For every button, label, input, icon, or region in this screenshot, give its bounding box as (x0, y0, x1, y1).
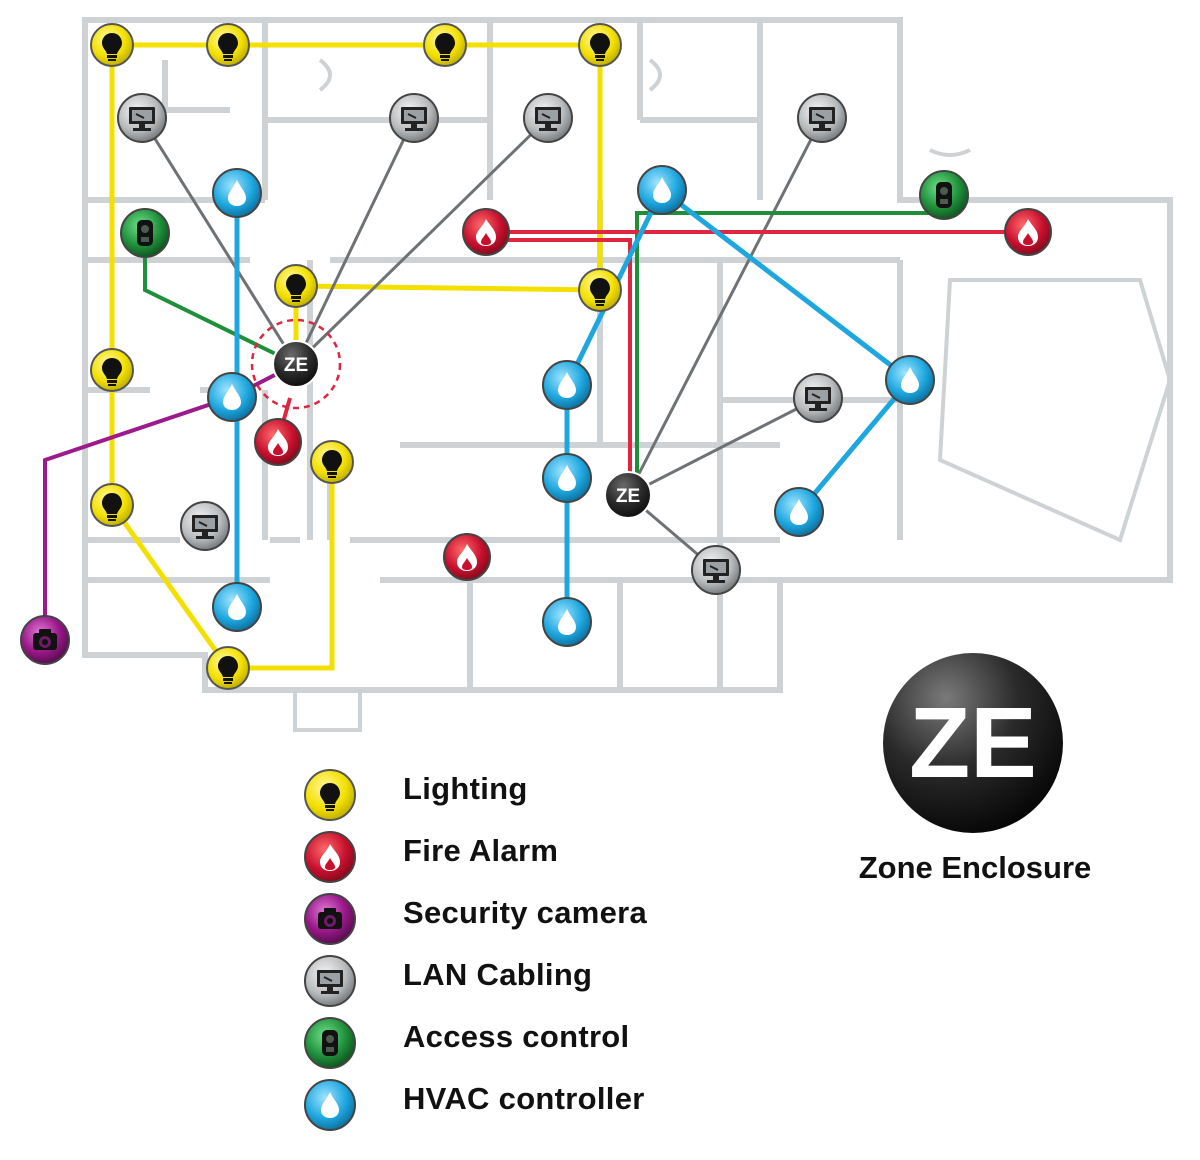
hvac-node[interactable] (212, 582, 262, 632)
legend-label: LAN Cabling (403, 957, 593, 992)
lan-node[interactable] (523, 93, 573, 143)
lighting-node[interactable] (90, 483, 134, 527)
lan-node[interactable] (797, 93, 847, 143)
zone-enclosure-icon: ZE (883, 653, 1063, 833)
floor-plan-diagram: ZE ZE (20, 17, 1173, 732)
droplet-icon (304, 1079, 356, 1131)
legend: Lighting Fire Alarm Security camera LAN … (300, 765, 720, 1137)
legend-label: Fire Alarm (403, 833, 559, 868)
lighting-node[interactable] (206, 646, 250, 690)
zone-enclosure-marker-label: ZE (616, 486, 640, 507)
hvac-node[interactable] (212, 168, 262, 218)
lan-node[interactable] (180, 501, 230, 551)
fire-alarm-node[interactable] (462, 208, 510, 256)
fire-alarm-node[interactable] (443, 533, 491, 581)
security-camera-cabling (43, 362, 297, 640)
zone-enclosure-marker[interactable]: ZE (272, 340, 320, 388)
legend-item-lighting: Lighting (300, 765, 720, 827)
legend-item-security-camera: Security camera (300, 889, 720, 951)
camera-icon (304, 893, 356, 945)
lan-node[interactable] (793, 373, 843, 423)
hvac-node[interactable] (774, 487, 824, 537)
legend-label: Access control (403, 1019, 630, 1054)
lighting-node[interactable] (423, 23, 467, 67)
lightbulb-icon (304, 769, 356, 821)
lighting-node[interactable] (90, 23, 134, 67)
hvac-node[interactable] (207, 372, 257, 422)
lighting-node[interactable] (578, 23, 622, 67)
zone-enclosure-range-ring (250, 318, 342, 410)
access-control-node[interactable] (120, 208, 170, 258)
fire-alarm-node[interactable] (254, 418, 302, 466)
lighting-node[interactable] (206, 23, 250, 67)
building-walls (82, 17, 1173, 732)
fire-alarm-node[interactable] (1004, 208, 1052, 256)
flame-icon (304, 831, 356, 883)
hvac-node[interactable] (637, 165, 687, 215)
lighting-node[interactable] (310, 440, 354, 484)
zone-enclosure-marker-label: ZE (284, 355, 308, 376)
legend-label: Security camera (403, 895, 648, 930)
keypad-icon (304, 1017, 356, 1069)
lighting-node[interactable] (274, 264, 318, 308)
security-camera-node[interactable] (20, 615, 70, 665)
lan-node[interactable] (691, 545, 741, 595)
lighting-node[interactable] (90, 348, 134, 392)
hvac-node[interactable] (542, 597, 592, 647)
zone-enclosure-big-label: ZE (909, 687, 1037, 799)
legend-item-fire-alarm: Fire Alarm (300, 827, 720, 889)
legend-item-lan-cabling: LAN Cabling (300, 951, 720, 1013)
hvac-node[interactable] (542, 453, 592, 503)
access-control-node[interactable] (919, 170, 969, 220)
legend-item-hvac-controller: HVAC controller (300, 1075, 720, 1137)
lighting-node[interactable] (578, 268, 622, 312)
legend-label: HVAC controller (403, 1081, 645, 1116)
legend-item-access-control: Access control (300, 1013, 720, 1075)
hvac-node[interactable] (885, 355, 935, 405)
legend-label: Lighting (403, 771, 528, 806)
hvac-node[interactable] (542, 360, 592, 410)
zone-enclosure-marker[interactable]: ZE (604, 471, 652, 519)
zone-enclosure-caption: Zone Enclosure (858, 850, 1092, 885)
lan-node[interactable] (117, 93, 167, 143)
monitor-icon (304, 955, 356, 1007)
lan-node[interactable] (389, 93, 439, 143)
